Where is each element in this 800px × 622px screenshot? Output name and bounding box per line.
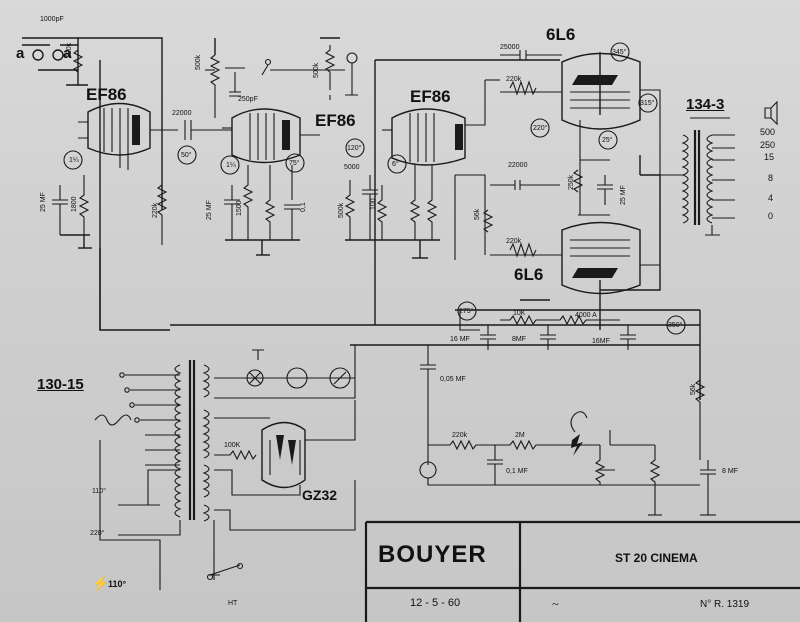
label-r-2m: 2M xyxy=(515,432,525,439)
input-jack-a: a xyxy=(16,45,25,62)
label-c-8mf: 8MF xyxy=(512,336,526,343)
label-r-4000: 4000 A xyxy=(575,312,597,319)
label-r-220k-d: 220k xyxy=(452,432,468,439)
signature-mark: ~ xyxy=(552,597,559,611)
voltage-345: 345° xyxy=(612,49,627,56)
label-r-56k: 56k xyxy=(474,208,481,220)
label-r-220k-a: 220k xyxy=(152,202,159,218)
tube-ef86-v3-label: EF86 xyxy=(410,87,451,106)
mains-tap-220: 220° xyxy=(90,530,105,537)
input-jack-b: a xyxy=(63,45,72,62)
output-transformer-label: 134-3 xyxy=(686,96,725,113)
label-c-25mf-b: 25 MF xyxy=(206,200,213,220)
voltage-350: 350° xyxy=(668,322,683,329)
label-c-25mf-c: 25 MF xyxy=(620,185,627,205)
rectifier-gz32-label: GZ32 xyxy=(302,487,338,503)
tap-15: 15 xyxy=(764,152,775,162)
label-c-250pf: 250pF xyxy=(238,96,258,103)
title-ref: N° R. 1319 xyxy=(700,599,750,610)
label-r-220k-c: 220k xyxy=(506,238,522,245)
voltage-6: 6° xyxy=(392,161,399,168)
label-c-16mf-b: 16MF xyxy=(592,338,610,345)
label-r-500k-a: 500k xyxy=(195,54,202,70)
voltage-25: 25° xyxy=(602,137,613,144)
voltage-275: 275° xyxy=(459,308,474,315)
voltage-315: 315° xyxy=(640,100,655,107)
label-c-22000-a: 22000 xyxy=(172,110,192,117)
voltage-50: 50° xyxy=(181,152,192,159)
label-c-01: 0,1 MF xyxy=(506,468,528,475)
label-r-500k-b: 500k xyxy=(313,62,320,78)
tap-250: 250 xyxy=(760,140,776,150)
label-c-25000: 25000 xyxy=(500,44,520,51)
mains-switch-label: 110° xyxy=(108,579,127,589)
title-maker: BOUYER xyxy=(378,541,487,568)
input-cap-label: 1000pF xyxy=(40,16,64,23)
label-r-1500: 1500 xyxy=(236,200,243,216)
label-c-25mf-a: 25 MF xyxy=(40,192,47,212)
label-r-1800: 1800 xyxy=(71,196,78,212)
label-r-100: 100 xyxy=(370,198,377,210)
lightning-icon: ⚡ xyxy=(92,575,110,591)
tube-ef86-v2-label: EF86 xyxy=(315,111,356,130)
title-date: 12 - 5 - 60 xyxy=(410,597,461,609)
tap-4: 4 xyxy=(768,193,774,203)
label-c-16mf-a: 16 MF xyxy=(450,336,470,343)
label-c-005: 0,05 MF xyxy=(440,376,466,383)
label-c-01b: 0,1 xyxy=(300,202,307,212)
voltage-75: 75° xyxy=(289,160,300,167)
label-r-500k-c: 500k xyxy=(338,202,345,218)
label-r-250k: 250k xyxy=(568,174,575,190)
label-c-5000: 5000 xyxy=(344,164,360,171)
tap-500: 500 xyxy=(760,127,776,137)
mains-ht-label: HT xyxy=(228,600,238,607)
label-c-8mf-b: 8 MF xyxy=(722,468,738,475)
label-r-100k-hv: 100K xyxy=(224,442,241,449)
tap-8: 8 xyxy=(768,173,774,183)
title-model: ST 20 CINEMA xyxy=(615,551,698,565)
tube-6l6-bottom-label: 6L6 xyxy=(514,265,544,284)
tap-0: 0 xyxy=(768,211,774,221)
label-r-56k-b: 56k xyxy=(690,383,697,395)
power-transformer-label: 130-15 xyxy=(37,376,84,393)
voltage-1-4b: 1¼ xyxy=(226,162,236,169)
voltage-220: 220° xyxy=(533,125,548,132)
tube-ef86-v1-label: EF86 xyxy=(86,85,127,104)
label-r-10k: 10K xyxy=(513,310,526,317)
mains-tap-110: 110° xyxy=(92,488,106,495)
label-c-22000-b: 22000 xyxy=(508,162,528,169)
voltage-v1-4: 1¼ xyxy=(69,157,79,164)
voltage-120: 120° xyxy=(347,145,362,152)
label-r-220k-b: 220k xyxy=(506,76,522,83)
tube-6l6-top-label: 6L6 xyxy=(546,25,576,44)
